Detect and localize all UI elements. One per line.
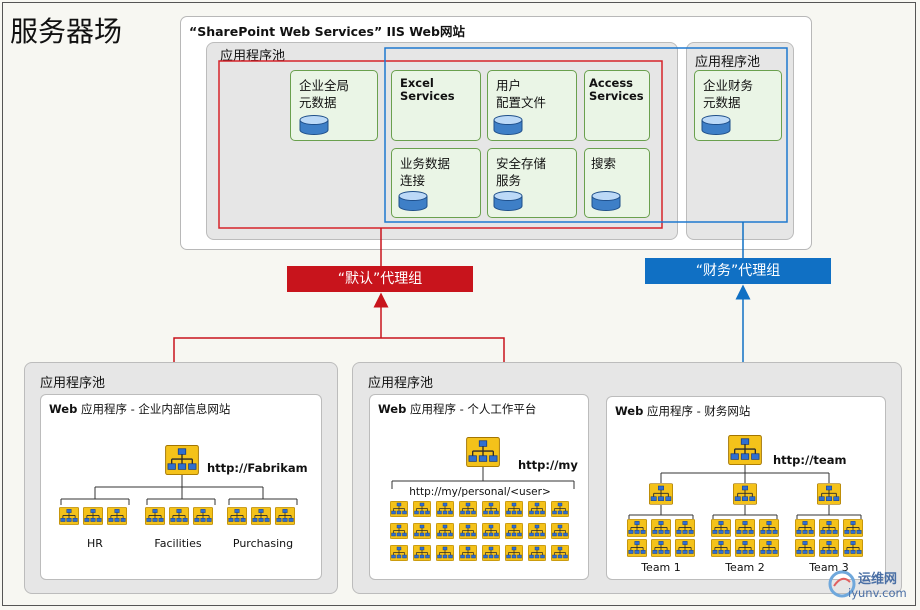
team-sitemap-icon	[733, 483, 757, 505]
site-tree	[60, 475, 298, 505]
subsite-group-label: Facilities	[154, 537, 202, 550]
team-label: Team 2	[725, 561, 765, 574]
team1-subsite-icons	[627, 519, 695, 557]
finance-proxy-group-outline	[384, 47, 788, 223]
subsite-icons-purchasing	[227, 507, 295, 525]
personal-site-icon-grid	[390, 501, 569, 561]
service-label: Excel Services	[400, 76, 455, 103]
farm-title: 服务器场	[10, 15, 123, 48]
service-label: 安全存储 服务	[496, 156, 547, 188]
service-excel[interactable]: Excel Services	[391, 70, 481, 141]
web-app-title: Web 应用程序 - 个人工作平台	[378, 402, 537, 416]
watermark-site: iyunv.com	[848, 586, 907, 600]
web-app-url[interactable]: http://my	[518, 458, 578, 472]
service-search[interactable]: 搜索	[584, 148, 650, 218]
team-sitemap-icon	[817, 483, 841, 505]
web-app-url[interactable]: http://Fabrikam	[207, 461, 308, 475]
default-proxy-group-outline	[218, 60, 663, 229]
service-bdc[interactable]: 业务数据 连接	[391, 148, 481, 218]
app-pool-label: 应用程序池	[695, 55, 761, 70]
subsite-group-label: Purchasing	[232, 537, 294, 550]
service-label: 业务数据 连接	[400, 156, 451, 188]
default-proxy-group[interactable]: “默认”代理组	[287, 266, 473, 292]
app-pool-label: 应用程序池	[40, 376, 106, 391]
service-managed-metadata[interactable]: 企业全局 元数据	[290, 70, 378, 141]
watermark-logo-icon	[828, 570, 856, 598]
team-sitemap-icon	[649, 483, 673, 505]
app-pool-label: 应用程序池	[368, 376, 434, 391]
subsite-group-label: HR	[87, 537, 103, 550]
web-app-finance[interactable]: Web 应用程序 - 财务网站 http://team Team 1 Team …	[606, 396, 886, 580]
team-label: Team 3	[809, 561, 849, 574]
subsite-icons-hr	[59, 507, 127, 525]
web-app-intranet[interactable]: Web 应用程序 - 企业内部信息网站 http://Fabrikam HR F…	[40, 394, 322, 580]
web-app-title: Web 应用程序 - 企业内部信息网站	[49, 402, 231, 416]
service-access[interactable]: Access Services	[584, 70, 650, 141]
personal-site-bracket	[391, 467, 575, 489]
subsite-icons-facilities	[145, 507, 213, 525]
service-label: 企业财务 元数据	[703, 78, 754, 110]
service-label: 用户 配置文件	[496, 78, 547, 110]
service-label: 搜索	[591, 156, 617, 171]
iis-website-title: “SharePoint Web Services” IIS Web网站	[189, 24, 465, 39]
service-label: 企业全局 元数据	[299, 78, 350, 110]
service-user-profile[interactable]: 用户 配置文件	[487, 70, 577, 141]
team3-subsite-icons	[795, 519, 863, 557]
personal-site-path: http://my/personal/<user>	[409, 486, 551, 498]
team2-subsite-icons	[711, 519, 779, 557]
team-label: Team 1	[641, 561, 681, 574]
finance-proxy-group[interactable]: “财务”代理组	[645, 258, 831, 284]
watermark-brand: 运维网	[858, 572, 898, 587]
site-watermark: 运维网 iyunv.com	[824, 566, 914, 606]
service-secure-store[interactable]: 安全存储 服务	[487, 148, 577, 218]
web-app-title: Web 应用程序 - 财务网站	[615, 404, 751, 418]
team-site-tree	[628, 465, 862, 519]
service-label: Access Services	[589, 76, 644, 103]
web-app-mysite[interactable]: Web 应用程序 - 个人工作平台 http://my http://my/pe…	[369, 394, 589, 580]
service-finance-metadata[interactable]: 企业财务 元数据	[694, 70, 782, 141]
web-app-url[interactable]: http://team	[773, 453, 847, 467]
